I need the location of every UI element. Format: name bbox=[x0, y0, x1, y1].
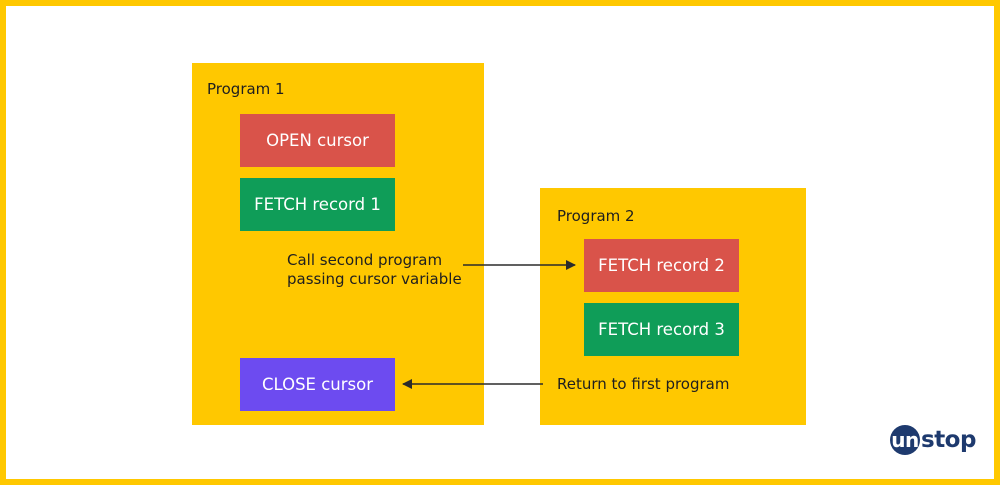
return-note: Return to first program bbox=[557, 375, 730, 393]
unstop-logo: un stop bbox=[890, 425, 976, 455]
program-1-panel: Program 1 OPEN cursor FETCH record 1 Cal… bbox=[192, 63, 484, 425]
program-2-panel: Program 2 FETCH record 2 FETCH record 3 … bbox=[540, 188, 806, 425]
call-note-line-1: Call second program bbox=[287, 251, 443, 269]
logo-mark-icon: un bbox=[890, 425, 920, 455]
fetch-record-2-box: FETCH record 2 bbox=[584, 239, 739, 292]
program-1-title: Program 1 bbox=[207, 80, 285, 98]
fetch-record-1-box: FETCH record 1 bbox=[240, 178, 395, 231]
connector-arrows bbox=[402, 260, 576, 389]
program-2-title: Program 2 bbox=[557, 207, 635, 225]
call-note-line-2: passing cursor variable bbox=[287, 270, 462, 288]
close-cursor-box: CLOSE cursor bbox=[240, 358, 395, 411]
open-cursor-box: OPEN cursor bbox=[240, 114, 395, 167]
logo-wordmark: stop bbox=[921, 427, 976, 453]
call-second-program-note: Call second program passing cursor varia… bbox=[287, 251, 462, 289]
fetch-record-3-box: FETCH record 3 bbox=[584, 303, 739, 356]
